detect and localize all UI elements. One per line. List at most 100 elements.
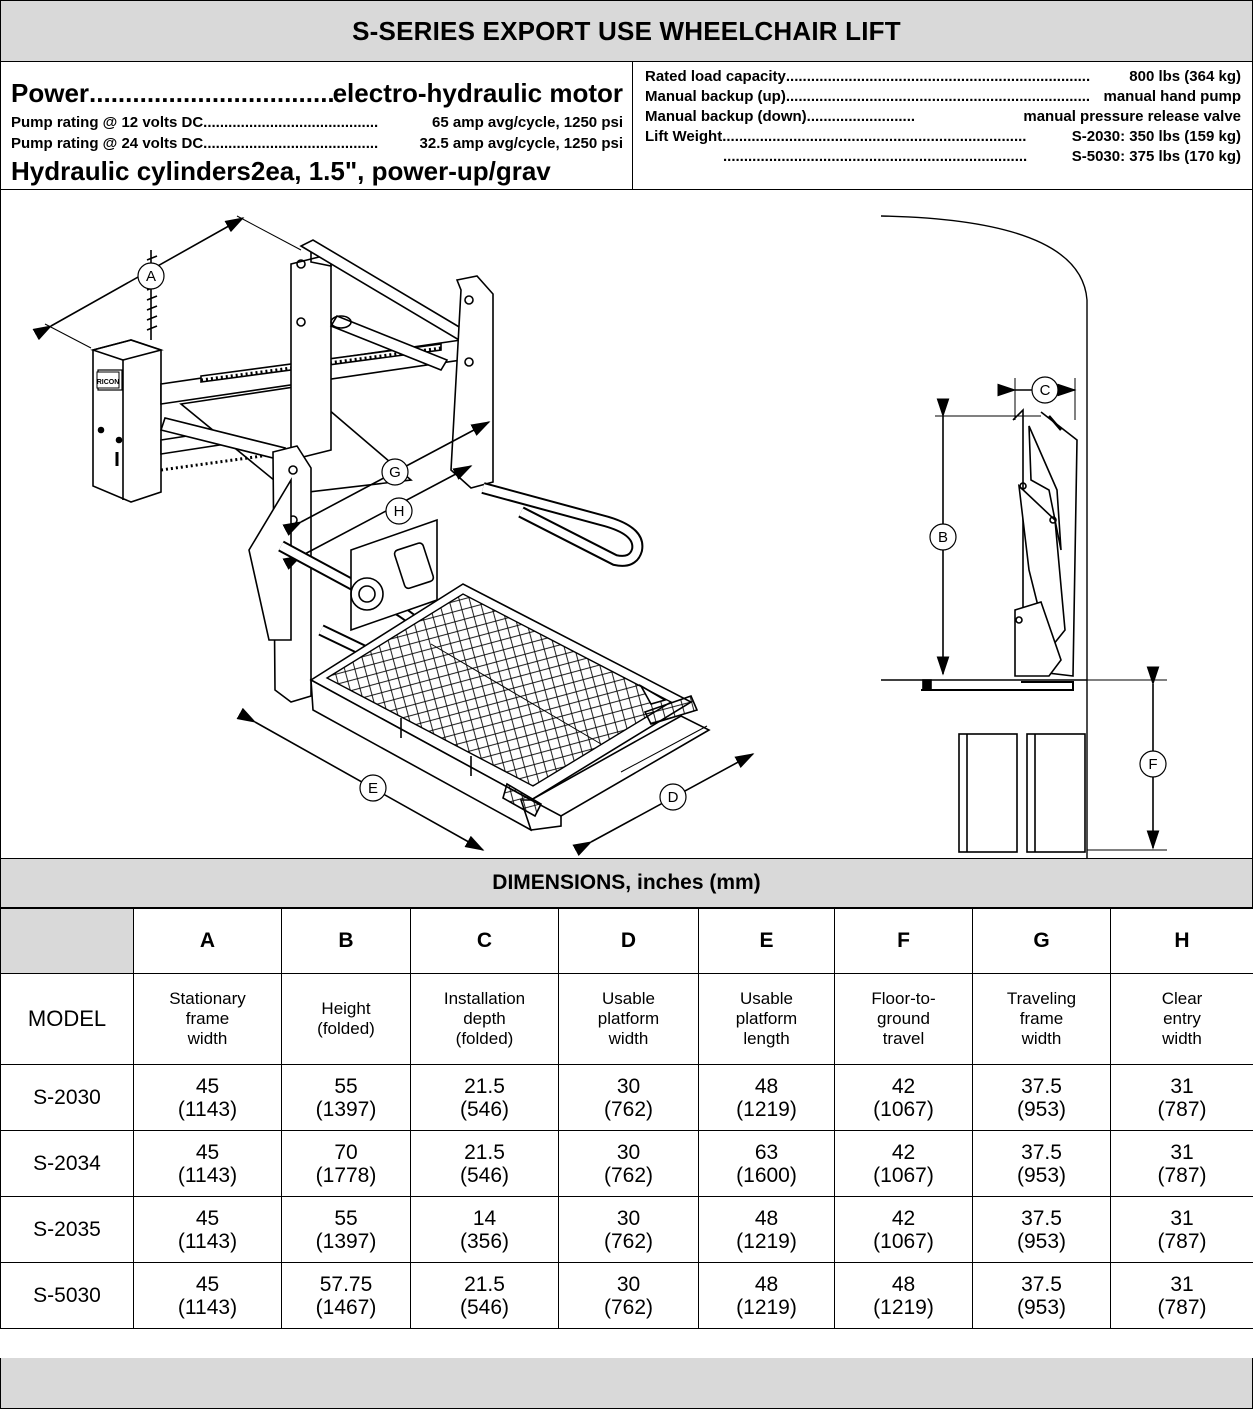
value-inches: 37.5: [1021, 1272, 1062, 1296]
manual-up-value: manual hand pump: [1103, 88, 1241, 105]
value-inches: 31: [1170, 1140, 1194, 1164]
weight-spec-2: ........................................…: [723, 148, 1241, 165]
column-header-a: A: [133, 908, 282, 974]
value-mm: (953): [1016, 1229, 1067, 1253]
value-mm: (1219): [736, 1229, 797, 1253]
callout-f: F: [1139, 750, 1167, 778]
description-line: Traveling: [1006, 989, 1077, 1008]
dimension-cell: 48(1219): [698, 1262, 835, 1329]
load-value: 800 lbs (364 kg): [1129, 68, 1241, 85]
footer-band: [0, 1358, 1253, 1409]
dimension-cell: 21.5(546): [410, 1262, 559, 1329]
value-inches: 21.5: [464, 1074, 505, 1098]
description-line: Usable: [602, 989, 655, 1008]
description-line: Installation: [443, 989, 526, 1008]
column-header-d: D: [558, 908, 699, 974]
cylinders-spec: Hydraulic cylinders2ea, 1.5", power-up/g…: [11, 156, 551, 186]
value-mm: (787): [1157, 1097, 1207, 1121]
description-line: depth: [463, 1009, 506, 1028]
value-mm: (953): [1016, 1295, 1067, 1319]
description-line: width: [1021, 1029, 1062, 1048]
value-mm: (1219): [736, 1097, 797, 1121]
column-description: Height(folded): [281, 973, 411, 1065]
power-label: Power: [11, 78, 90, 108]
callout-e-label: E: [368, 780, 378, 797]
load-spec: Rated load capacity ....................…: [645, 68, 1241, 85]
value-mm: (546): [459, 1097, 510, 1121]
dimension-cell: 37.5(953): [972, 1064, 1111, 1131]
value-inches: 42: [891, 1140, 916, 1164]
lift-illustration: A G H E D C B F RICON: [32, 215, 1167, 858]
dimension-cell: 31(787): [1110, 1262, 1253, 1329]
value-mm: (953): [1016, 1163, 1067, 1187]
description-line: Floor-to-: [871, 989, 936, 1008]
callout-e: E: [359, 774, 387, 802]
value-inches: 37.5: [1021, 1140, 1062, 1164]
dimension-cell: 57.75(1467): [281, 1262, 411, 1329]
callout-h: H: [385, 497, 413, 525]
dimension-cell: 31(787): [1110, 1064, 1253, 1131]
dimension-cell: 55(1397): [281, 1064, 411, 1131]
value-mm: (1143): [177, 1229, 238, 1253]
value-inches: 21.5: [464, 1272, 505, 1296]
callout-d: D: [659, 783, 687, 811]
callout-c: C: [1031, 376, 1059, 404]
value-inches: 55: [334, 1074, 358, 1098]
weight-value-2: S-5030: 375 lbs (170 kg): [1071, 148, 1241, 165]
specs-right: Rated load capacity ....................…: [633, 62, 1253, 189]
callout-letters: A G H E D C B F RICON: [97, 262, 1167, 811]
value-inches: 57.75: [319, 1272, 373, 1296]
dimension-cell: 45(1143): [133, 1130, 282, 1197]
weight-label: Lift Weight: [645, 128, 723, 145]
value-inches: 45: [195, 1140, 220, 1164]
value-mm: (1067): [873, 1097, 934, 1121]
dimension-cell: 31(787): [1110, 1196, 1253, 1263]
description-line: ground: [877, 1009, 930, 1028]
description-line: platform: [597, 1009, 660, 1028]
value-inches: 30: [616, 1272, 641, 1296]
manual-up-spec: Manual backup (up) .....................…: [645, 88, 1241, 105]
value-inches: 37.5: [1021, 1074, 1062, 1098]
dimension-cell: 37.5(953): [972, 1196, 1111, 1263]
description-line: width: [1162, 1029, 1202, 1048]
lift-side-view: [880, 215, 1167, 858]
description-line: width: [608, 1029, 649, 1048]
value-mm: (356): [459, 1229, 510, 1253]
pump12-spec: Pump rating @ 12 volts DC ..............…: [11, 114, 623, 131]
value-inches: 14: [472, 1206, 497, 1230]
description-line: Height: [321, 999, 371, 1018]
dimension-cell: 30(762): [558, 1196, 699, 1263]
specs-left: Power ..................................…: [1, 62, 633, 189]
dimension-cell: 45(1143): [133, 1262, 282, 1329]
dimension-cell: 48(1219): [698, 1196, 835, 1263]
leader-dots: ........................................…: [203, 135, 379, 152]
pump24-spec: Pump rating @ 24 volts DC ..............…: [11, 135, 623, 152]
dimension-cell: 48(1219): [834, 1262, 973, 1329]
value-inches: 30: [616, 1074, 641, 1098]
description-line: entry: [1163, 1009, 1201, 1028]
callout-g: G: [381, 458, 409, 486]
callout-f-label: F: [1148, 756, 1157, 773]
description-line: frame: [1019, 1009, 1064, 1028]
dimension-cell: 55(1397): [281, 1196, 411, 1263]
pump12-value: 65 amp avg/cycle, 1250 psi: [432, 114, 623, 131]
callout-h-label: H: [394, 503, 405, 520]
value-mm: (546): [459, 1163, 510, 1187]
brand-logo: RICON: [97, 379, 120, 386]
column-header-e: E: [698, 908, 835, 974]
dimension-cell: 70(1778): [281, 1130, 411, 1197]
value-inches: 45: [195, 1074, 220, 1098]
power-value: electro-hydraulic motor: [332, 78, 623, 108]
value-mm: (787): [1157, 1295, 1207, 1319]
leader-dots: ........................................…: [203, 114, 379, 131]
